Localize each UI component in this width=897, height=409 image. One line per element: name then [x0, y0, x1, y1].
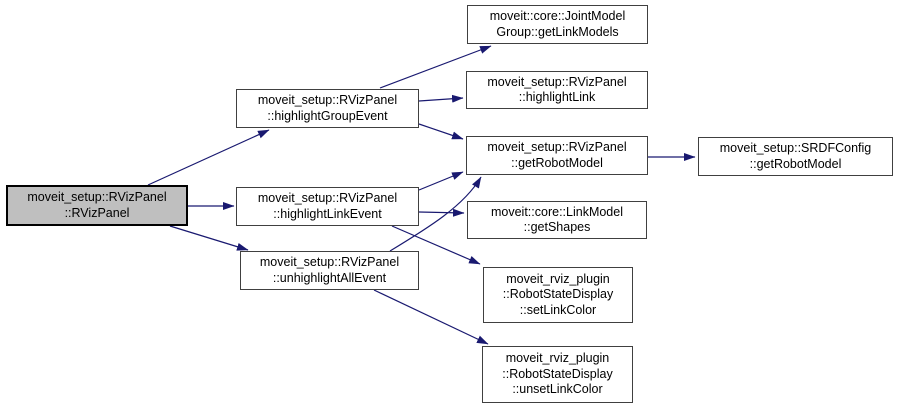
node-label-line: ::highlightLinkEvent: [273, 206, 382, 221]
edge-highlight-link-event-to-robot-state-display-set-link-color: [391, 225, 481, 265]
edge-highlight-group-event-to-get-robot-model: [418, 123, 464, 140]
edge-highlight-link-event-to-link-model-get-shapes: [418, 208, 465, 217]
node-label-line: ::RobotStateDisplay: [502, 366, 613, 381]
node-link-model-get-shapes[interactable]: moveit::core::LinkModel ::getShapes: [467, 201, 647, 239]
node-label-line: ::getRobotModel: [511, 155, 603, 170]
node-label-line: moveit_setup::RVizPanel: [259, 255, 400, 269]
node-robot-state-display-set-link-color[interactable]: moveit_rviz_plugin ::RobotStateDisplay :…: [483, 267, 633, 323]
edge-unhighlight-all-event-to-get-robot-model: [389, 176, 482, 252]
node-rvizpanel-constructor: moveit_setup::RVizPanel ::RVizPanel: [6, 185, 188, 226]
edge-unhighlight-all-event-to-robot-state-display-unset-link-color: [373, 289, 489, 345]
node-srdf-config-get-robot-model[interactable]: moveit_setup::SRDFConfig ::getRobotModel: [698, 137, 893, 176]
node-label-line: moveit::core::LinkModel: [490, 204, 623, 219]
node-label-line: moveit_setup::SRDFConfig: [719, 141, 872, 155]
edge-highlight-link-event-to-get-robot-model: [418, 171, 464, 191]
node-get-robot-model[interactable]: moveit_setup::RVizPanel ::getRobotModel: [466, 136, 648, 175]
node-label-line: ::unhighlightAllEvent: [272, 270, 387, 285]
node-label-line: ::highlightLink: [518, 90, 596, 104]
node-label-line: moveit_setup::RVizPanel: [27, 190, 167, 204]
edge-rvizpanel-constructor-to-unhighlight-all-event: [169, 225, 249, 251]
node-label-line: ::RVizPanel: [64, 205, 130, 220]
node-label-line: moveit_rviz_plugin: [505, 351, 610, 366]
node-label-line: ::unsetLinkColor: [512, 382, 603, 397]
node-label-line: moveit_setup::RVizPanel: [487, 74, 627, 89]
node-robot-state-display-unset-link-color[interactable]: moveit_rviz_plugin ::RobotStateDisplay :…: [482, 346, 633, 403]
node-highlight-link-event[interactable]: moveit_setup::RVizPanel ::highlightLinkE…: [236, 187, 419, 226]
node-label-line: ::getRobotModel: [749, 156, 842, 171]
node-label-line: moveit_setup::RVizPanel: [257, 93, 398, 107]
node-label-line: moveit::core::JointModel: [489, 9, 626, 23]
node-label-line: moveit_setup::RVizPanel: [487, 140, 627, 154]
node-highlight-link[interactable]: moveit_setup::RVizPanel ::highlightLink: [466, 71, 648, 109]
node-label-line: ::getShapes: [523, 220, 591, 234]
node-unhighlight-all-event[interactable]: moveit_setup::RVizPanel ::unhighlightAll…: [240, 251, 419, 290]
node-joint-model-group-get-link-models[interactable]: moveit::core::JointModel Group::getLinkM…: [467, 5, 648, 44]
edge-highlight-group-event-to-joint-model-group-get-link-models: [379, 45, 492, 89]
node-label-line: moveit_setup::RVizPanel: [257, 191, 398, 205]
node-label-line: ::highlightGroupEvent: [267, 108, 388, 123]
node-label-line: ::setLinkColor: [519, 302, 597, 317]
node-highlight-group-event[interactable]: moveit_setup::RVizPanel ::highlightGroup…: [236, 89, 419, 128]
node-label-line: Group::getLinkModels: [496, 24, 619, 39]
edge-highlight-group-event-to-highlight-link: [418, 94, 464, 103]
edge-rvizpanel-constructor-to-highlight-group-event: [147, 129, 270, 186]
node-label-line: ::RobotStateDisplay: [502, 287, 614, 302]
node-label-line: moveit_rviz_plugin: [506, 271, 610, 286]
